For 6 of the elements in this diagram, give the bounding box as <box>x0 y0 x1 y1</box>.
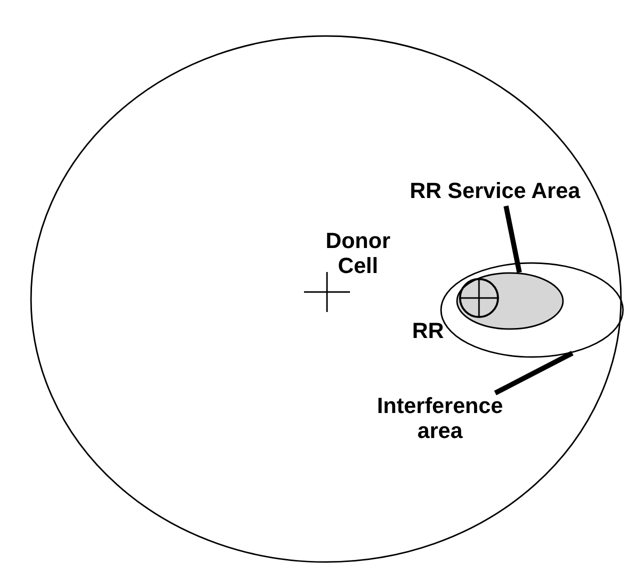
callout-label: RR Service Area <box>408 178 582 203</box>
callout-label: Interference area <box>376 393 504 443</box>
leader-line <box>504 206 522 273</box>
repeater-label: RR <box>411 318 445 343</box>
leader-line <box>494 350 574 396</box>
cell-label: Donor Cell <box>324 228 392 278</box>
